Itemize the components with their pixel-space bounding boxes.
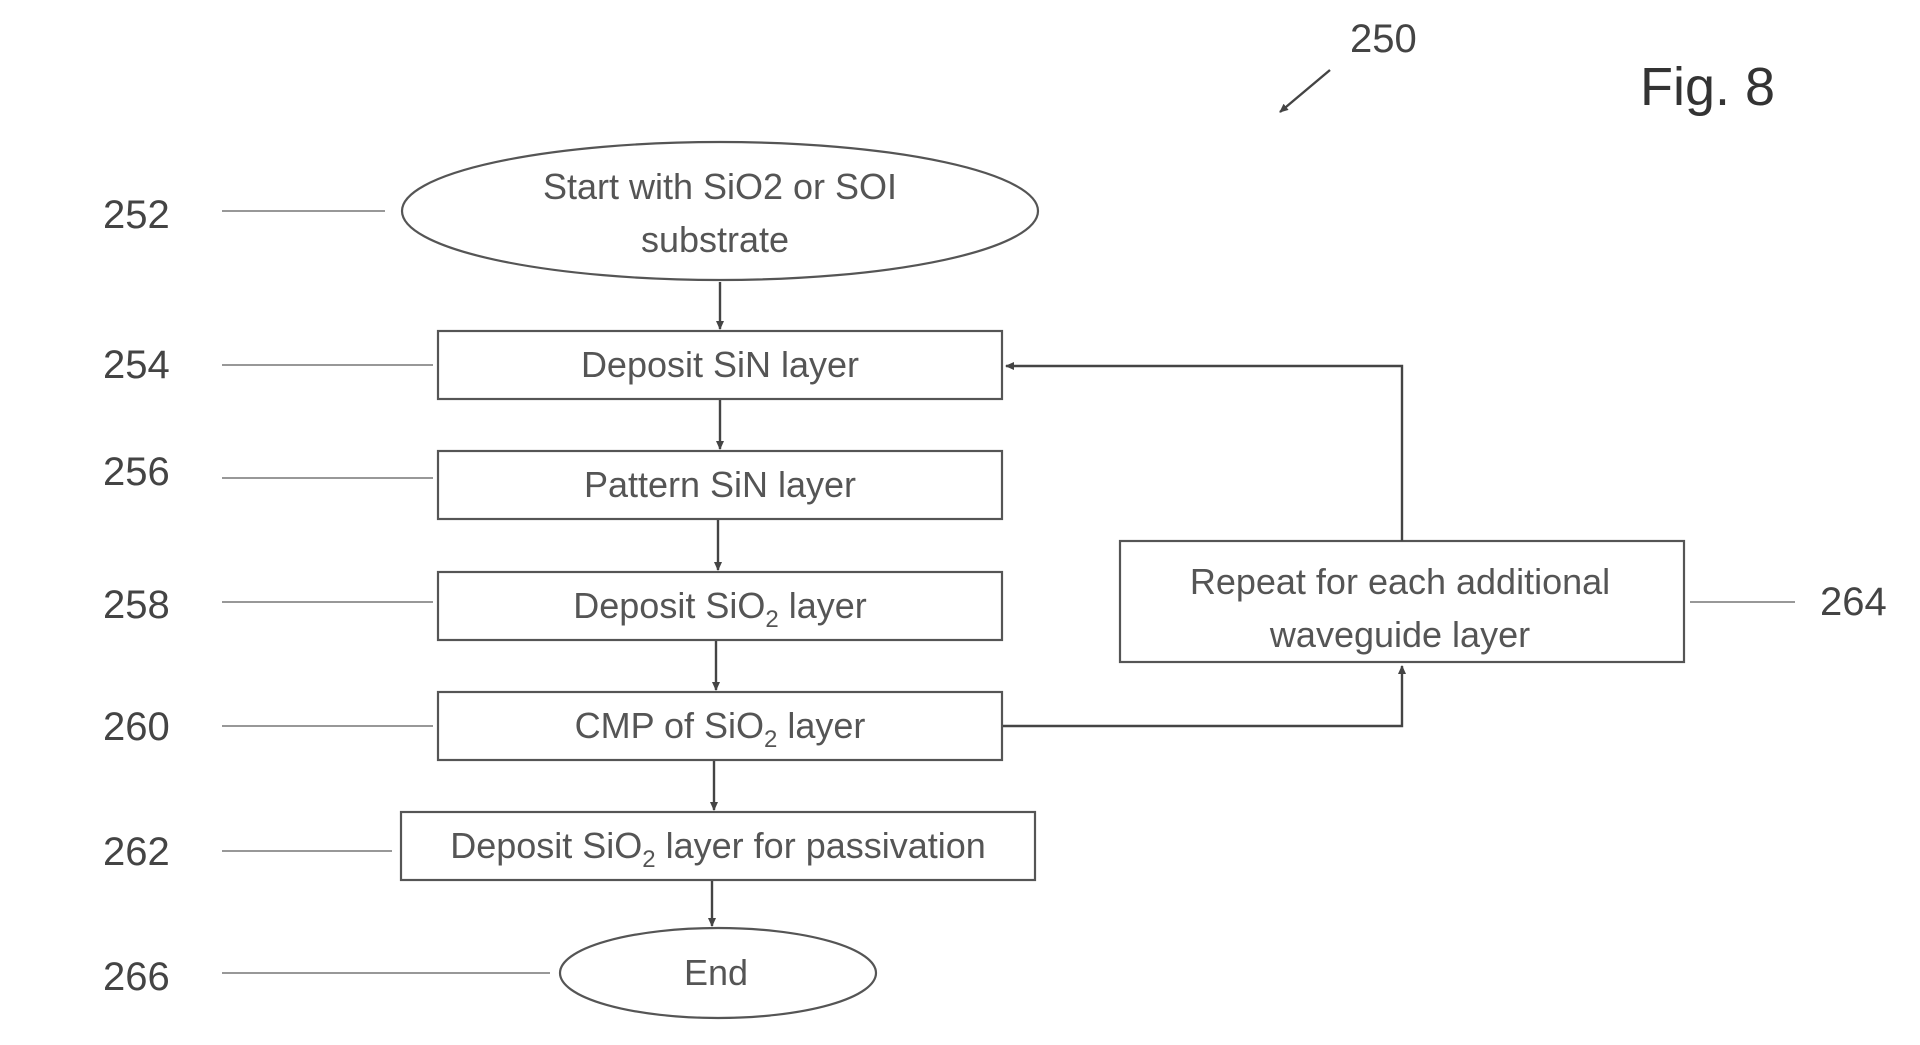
- repeat-label-line1: Repeat for each additional: [1190, 561, 1610, 602]
- end-node: End: [560, 928, 876, 1018]
- ref-256: 256: [103, 450, 170, 494]
- ref-254: 254: [103, 343, 170, 387]
- deposit-sin-label: Deposit SiN layer: [581, 344, 859, 385]
- ref-252: 252: [103, 193, 170, 237]
- ref-264: 264: [1820, 580, 1887, 624]
- cmp-sio2-node: CMP of SiO2 layer: [438, 692, 1002, 760]
- deposit-sio2-node: Deposit SiO2 layer: [438, 572, 1002, 640]
- ref-260: 260: [103, 705, 170, 749]
- end-label: End: [684, 952, 748, 993]
- start-label-line1: Start with SiO2 or SOI: [543, 166, 897, 207]
- figure-label: Fig. 8: [1640, 57, 1775, 117]
- repeat-node: Repeat for each additional waveguide lay…: [1120, 541, 1684, 662]
- repeat-label-line2: waveguide layer: [1269, 614, 1530, 655]
- cmp-sio2-label: CMP of SiO2 layer: [575, 705, 866, 753]
- pattern-sin-label: Pattern SiN layer: [584, 464, 856, 505]
- deposit-sio2-label: Deposit SiO2 layer: [573, 585, 866, 633]
- deposit-sin-node: Deposit SiN layer: [438, 331, 1002, 399]
- start-node: Start with SiO2 or SOI substrate: [402, 142, 1038, 280]
- start-label-line2: substrate: [641, 219, 789, 260]
- figure-reference-arrow: [1280, 70, 1330, 112]
- ref-258: 258: [103, 583, 170, 627]
- ref-266: 266: [103, 955, 170, 999]
- ref-262: 262: [103, 830, 170, 874]
- pattern-sin-node: Pattern SiN layer: [438, 451, 1002, 519]
- arrow-cmp-to-repeat: [1003, 666, 1402, 726]
- arrow-repeat-to-deposit-sin: [1006, 366, 1402, 541]
- passivation-node: Deposit SiO2 layer for passivation: [401, 812, 1035, 880]
- figure-reference-number: 250: [1350, 17, 1417, 61]
- passivation-label: Deposit SiO2 layer for passivation: [450, 825, 986, 873]
